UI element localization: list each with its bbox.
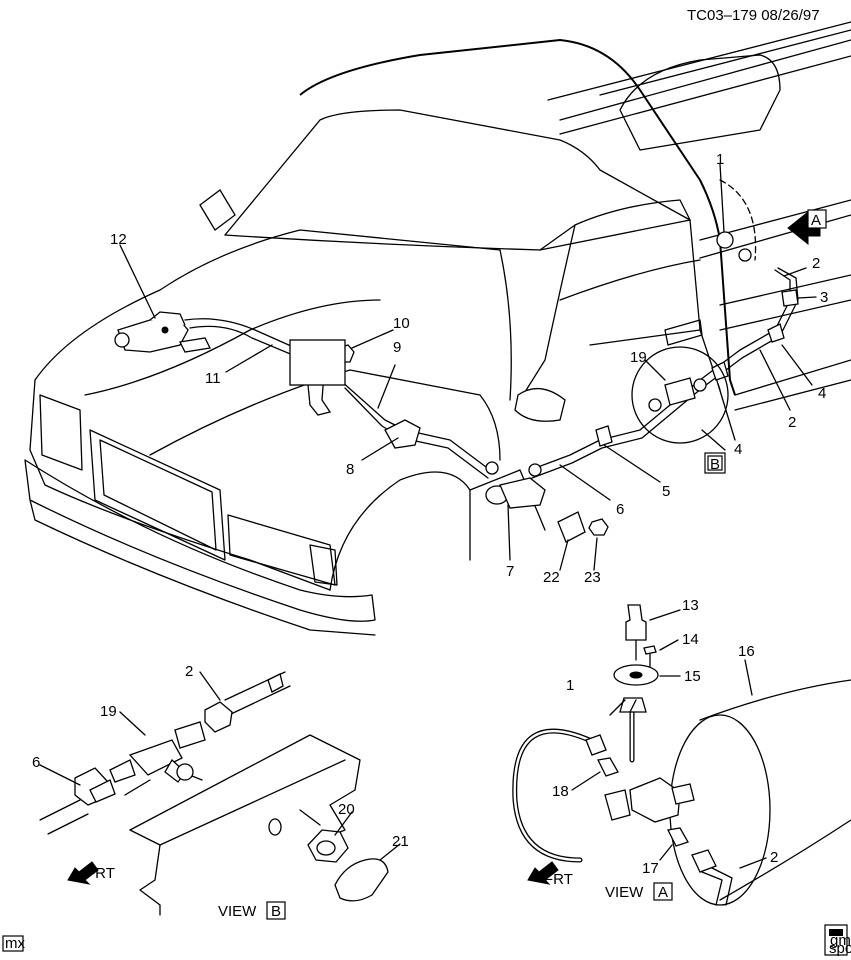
truck-parts: [114, 179, 799, 543]
footer-tag: mx: [2, 935, 25, 952]
plate-22: [557, 511, 586, 543]
footer-mx: mx: [5, 935, 25, 952]
callout-19: 19: [630, 349, 647, 366]
callout-22: 22: [543, 569, 560, 586]
view-b-label: VIEW: [218, 903, 257, 920]
view-b-flag: B: [704, 452, 726, 474]
callout-10: 10: [393, 315, 410, 332]
callout-a-17: 17: [642, 860, 659, 877]
frt-arrow-right: FRT: [527, 861, 573, 888]
callout-6: 6: [616, 501, 624, 518]
gm-spo-logo: gm spo: [824, 924, 851, 957]
callout-23: 23: [584, 569, 601, 586]
callout-a-13: 13: [682, 597, 699, 614]
callout-b-6: 6: [32, 754, 40, 771]
view-a-letter: A: [658, 884, 668, 901]
callout-5: 5: [662, 483, 670, 500]
callout-a-15: 15: [684, 668, 701, 685]
callout-11: 11: [205, 370, 221, 387]
callout-a-16: 16: [738, 643, 755, 660]
callout-b-19: 19: [100, 703, 117, 720]
callout-2-lower: 2: [788, 414, 796, 431]
view-a-detail: [512, 604, 851, 906]
fuel-line-routing: [184, 267, 799, 479]
diagram-code: TC03–179 08/26/97: [687, 7, 820, 24]
callout-a-2: 2: [770, 849, 778, 866]
switching-valve-7: [485, 461, 546, 509]
callout-12: 12: [110, 231, 127, 248]
callout-1: 1: [716, 151, 724, 168]
view-b-letter: B: [271, 903, 281, 920]
frt-right-text: FRT: [544, 871, 573, 888]
flag-b-letter: B: [710, 456, 720, 473]
frt-arrow-left: FRT: [67, 861, 115, 885]
flag-a-letter: A: [811, 212, 821, 229]
callout-7: 7: [506, 563, 514, 580]
fuel-pump-assembly-12: [114, 311, 211, 353]
detail-circle-b: [631, 346, 729, 444]
callout-3: 3: [820, 289, 828, 306]
callout-b-2: 2: [185, 663, 193, 680]
callout-a-1: 1: [566, 677, 574, 694]
callout-b-21: 21: [392, 833, 409, 850]
view-b-caption: VIEW B: [218, 901, 286, 920]
callout-4: 4: [818, 385, 826, 402]
view-a-label: VIEW: [605, 884, 644, 901]
truck-illustration: [24, 21, 851, 636]
callout-8: 8: [346, 461, 354, 478]
view-a-arrow: A: [787, 209, 827, 246]
view-b-detail: [39, 671, 401, 916]
frt-left-text: FRT: [86, 865, 115, 882]
callout-a-14: 14: [682, 631, 699, 648]
logo-gm: gm: [830, 932, 851, 949]
callout-b-20: 20: [338, 801, 355, 818]
callout-a-18: 18: [552, 783, 569, 800]
logo-spo: spo: [829, 940, 851, 957]
nut-23: [588, 518, 609, 536]
callout-2: 2: [812, 255, 820, 272]
leader-lines: [119, 163, 817, 571]
callout-9: 9: [393, 339, 401, 356]
callout-labels: 1 2 3 4 2 4 5 6 7 8 9 10 11 12 19 22 23 …: [32, 151, 828, 877]
callout-4-lower: 4: [734, 441, 742, 458]
view-a-caption: VIEW A: [605, 882, 673, 901]
